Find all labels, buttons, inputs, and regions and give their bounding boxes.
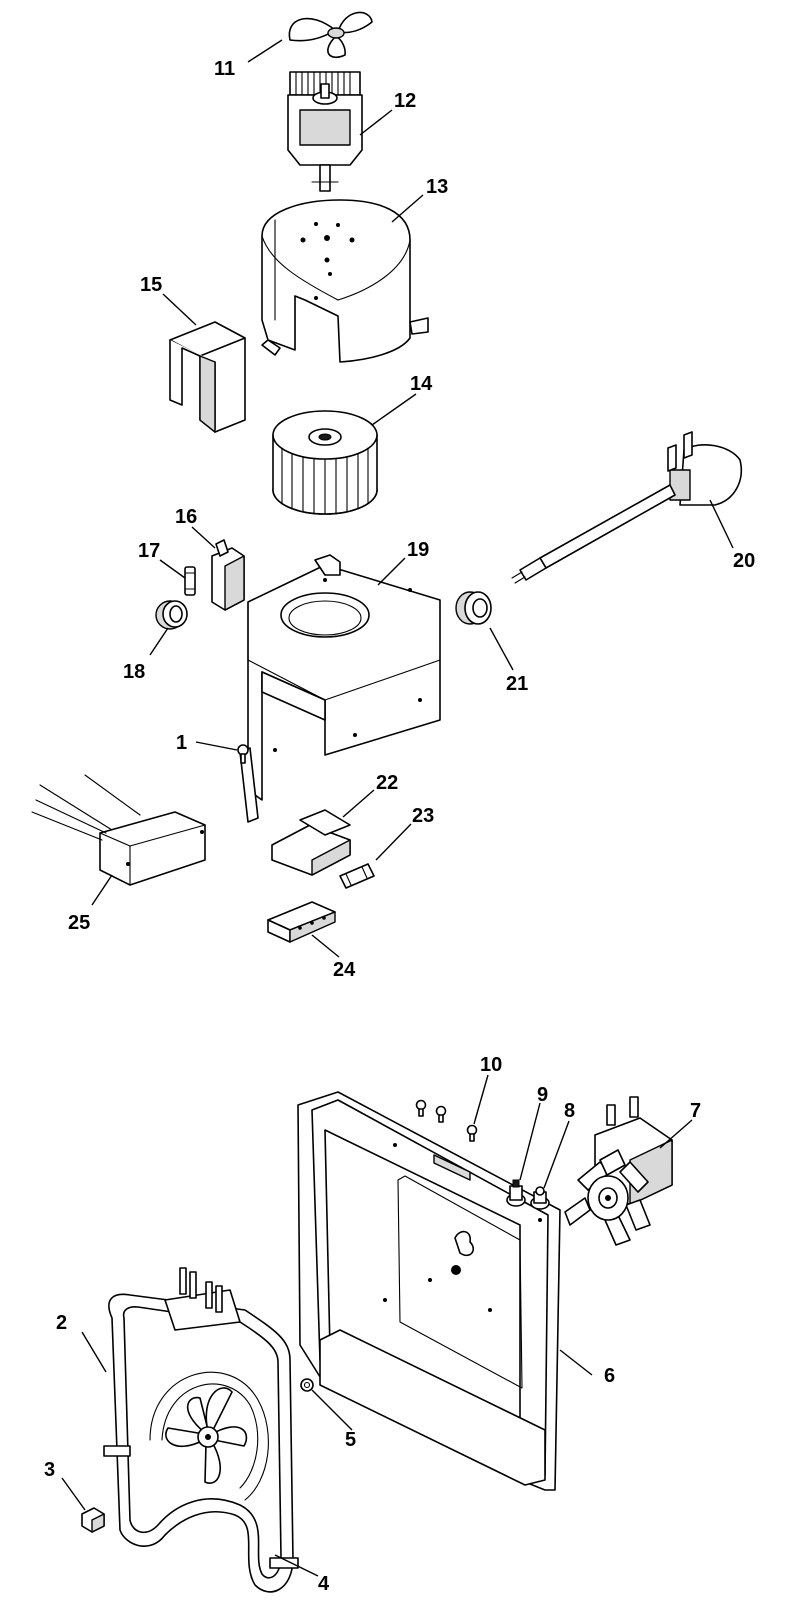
part-5-nut[interactable] xyxy=(300,1378,314,1392)
callout-4: 4 xyxy=(318,1573,330,1595)
callout-18: 18 xyxy=(123,661,145,683)
callout-25: 25 xyxy=(68,912,90,934)
leader-20 xyxy=(709,499,734,549)
callout-8: 8 xyxy=(564,1100,575,1122)
leader-16 xyxy=(191,526,216,549)
part-22-relay[interactable] xyxy=(271,809,351,876)
part-18-bushing[interactable] xyxy=(155,600,188,630)
leader-2 xyxy=(81,1331,107,1373)
part-12-motor[interactable] xyxy=(287,71,363,192)
leader-22 xyxy=(342,789,375,818)
part-6-back-panel[interactable] xyxy=(297,1091,561,1491)
part-15-bracket[interactable] xyxy=(169,321,246,433)
callout-22: 22 xyxy=(376,772,398,794)
leader-9 xyxy=(519,1102,541,1181)
leader-11 xyxy=(247,39,283,63)
callout-1: 1 xyxy=(176,732,187,754)
leader-8 xyxy=(543,1120,570,1189)
callout-9: 9 xyxy=(537,1084,548,1106)
leader-19 xyxy=(377,557,406,586)
leader-6 xyxy=(559,1349,593,1376)
part-8-limit-switch[interactable] xyxy=(530,1186,550,1210)
callout-21: 21 xyxy=(506,673,528,695)
leader-17 xyxy=(159,559,186,579)
callout-labels: 11 12 13 15 14 16 17 18 19 20 21 1 22 23… xyxy=(44,58,755,1595)
leader-3 xyxy=(61,1477,86,1511)
leader-15 xyxy=(162,293,197,326)
callout-23: 23 xyxy=(412,805,434,827)
leader-12 xyxy=(359,109,393,136)
leader-13 xyxy=(391,194,424,223)
leader-7 xyxy=(659,1119,693,1149)
callout-13: 13 xyxy=(426,176,448,198)
callout-2: 2 xyxy=(56,1312,67,1334)
part-21-grommet[interactable] xyxy=(455,591,492,625)
leader-14 xyxy=(371,393,417,426)
callout-7: 7 xyxy=(690,1100,701,1122)
callout-16: 16 xyxy=(175,506,197,528)
part-7-convection-motor[interactable] xyxy=(564,1096,673,1246)
leader-24 xyxy=(311,934,340,958)
leader-21 xyxy=(489,627,514,671)
callout-3: 3 xyxy=(44,1459,55,1481)
leader-4 xyxy=(274,1554,319,1577)
part-1-screw[interactable] xyxy=(237,744,249,764)
callout-5: 5 xyxy=(345,1429,356,1451)
callout-20: 20 xyxy=(733,550,755,572)
leader-1 xyxy=(195,741,238,751)
callout-19: 19 xyxy=(407,539,429,561)
part-19-blower-base[interactable] xyxy=(239,554,441,823)
part-25-capacitor[interactable] xyxy=(31,774,206,886)
leader-lines xyxy=(61,39,734,1577)
callout-14: 14 xyxy=(410,373,433,395)
callout-10: 10 xyxy=(480,1054,502,1076)
leader-18 xyxy=(149,627,169,656)
part-24-terminal-block[interactable] xyxy=(267,901,336,943)
leader-25 xyxy=(91,874,113,906)
leader-10 xyxy=(473,1074,489,1125)
callout-17: 17 xyxy=(138,540,160,562)
callout-11: 11 xyxy=(214,58,235,80)
callout-12: 12 xyxy=(394,90,416,112)
part-16-switch[interactable] xyxy=(211,539,245,611)
part-17-fuse[interactable] xyxy=(184,566,196,596)
leader-5 xyxy=(311,1389,353,1431)
part-14-blower-wheel[interactable] xyxy=(272,410,378,515)
part-10-screws[interactable] xyxy=(415,1099,478,1142)
leader-23 xyxy=(375,823,412,861)
callout-24: 24 xyxy=(333,959,356,981)
part-11-fan-blade[interactable] xyxy=(288,11,373,59)
callout-6: 6 xyxy=(604,1365,615,1387)
part-9-thermostat[interactable] xyxy=(506,1179,526,1207)
part-4-fan-blade[interactable] xyxy=(165,1387,248,1484)
part-20-power-cord[interactable] xyxy=(511,431,742,584)
part-23-fuse[interactable] xyxy=(339,863,375,889)
callout-15: 15 xyxy=(140,274,162,296)
part-13-blower-housing[interactable] xyxy=(261,199,429,363)
part-3-cap[interactable] xyxy=(81,1507,105,1533)
